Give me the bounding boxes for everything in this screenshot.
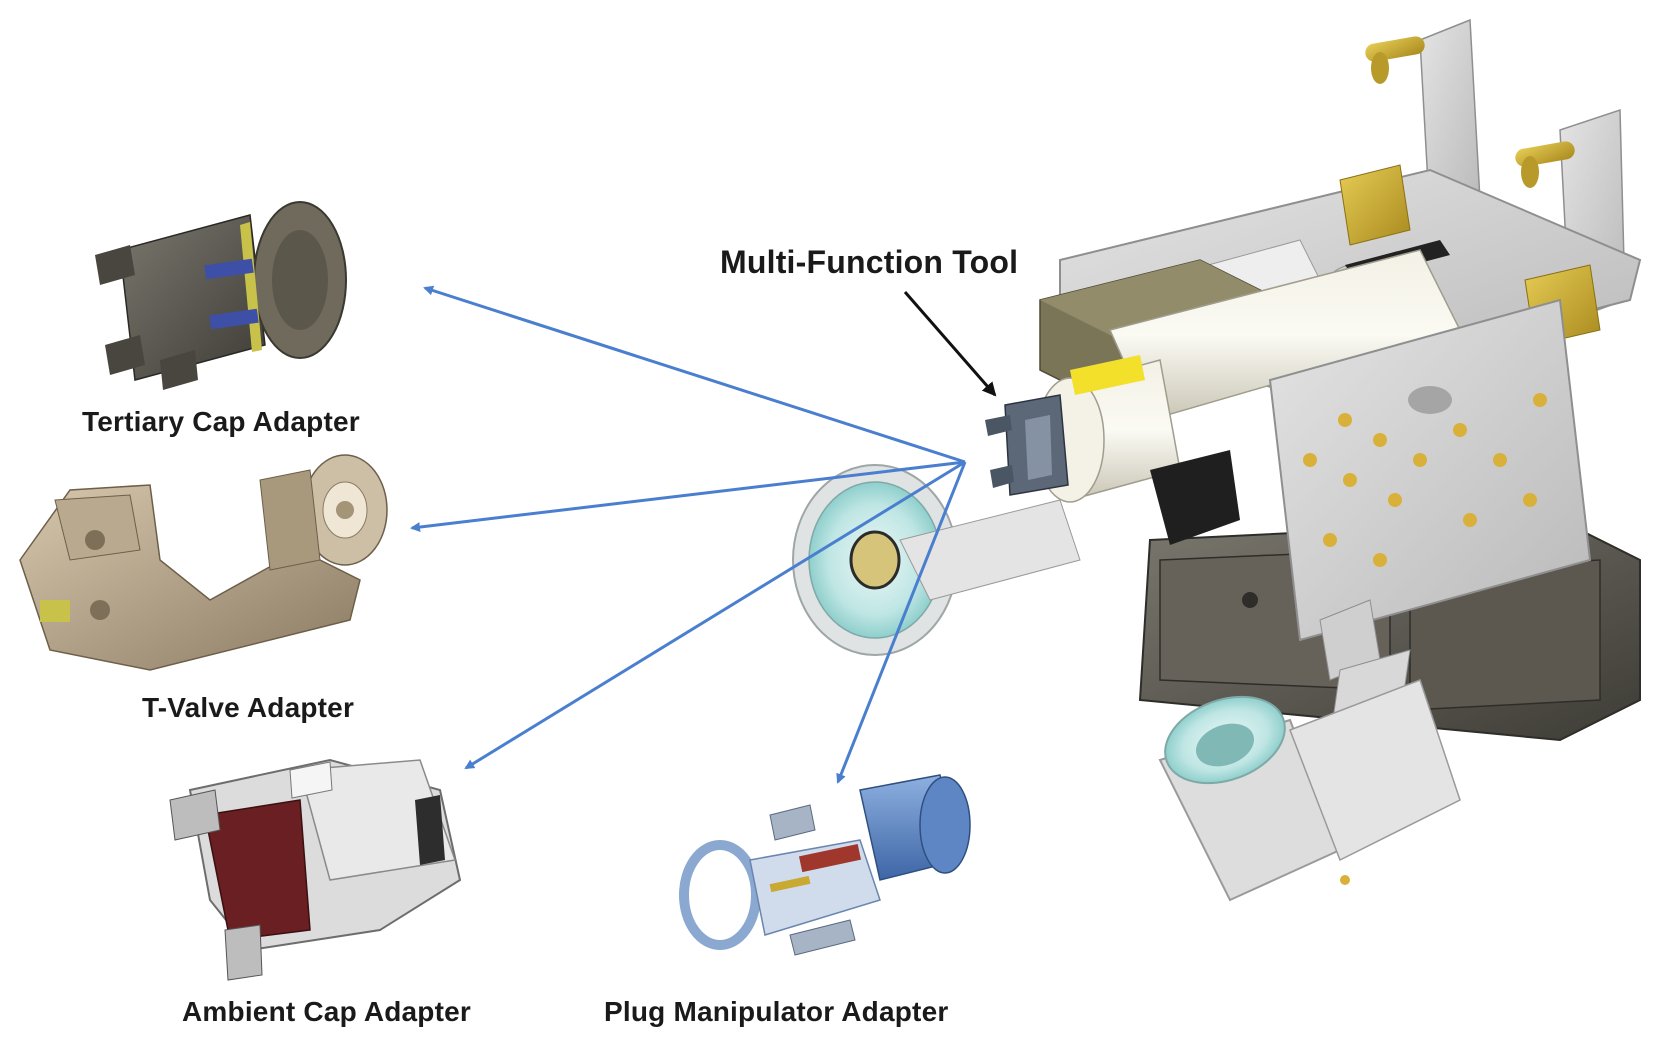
arrow-to-plug-manipulator-adapter [836, 461, 967, 784]
plug-manipulator-adapter-label: Plug Manipulator Adapter [604, 996, 949, 1027]
robot-assembly-illustration [792, 18, 1642, 902]
multi-function-tool-callout-arrow [903, 291, 997, 397]
t-valve-adapter-label: T-Valve Adapter [142, 692, 355, 723]
plug-manipulator-adapter-illustration [679, 774, 971, 956]
t-valve-adapter-illustration [19, 454, 388, 671]
adapter-pointer-arrows [410, 285, 967, 784]
ambient-cap-adapter-illustration [169, 758, 462, 981]
multi-function-tool-label: Multi-Function Tool [720, 244, 1019, 280]
ambient-cap-adapter-label: Ambient Cap Adapter [182, 996, 472, 1027]
arrow-to-ambient-cap-adapter [464, 460, 966, 770]
arrow-to-tertiary-cap-adapter [423, 285, 966, 464]
tertiary-cap-adapter-label: Tertiary Cap Adapter [82, 406, 360, 437]
arrow-to-t-valve-adapter [410, 460, 966, 533]
tertiary-cap-adapter-illustration [95, 201, 347, 390]
